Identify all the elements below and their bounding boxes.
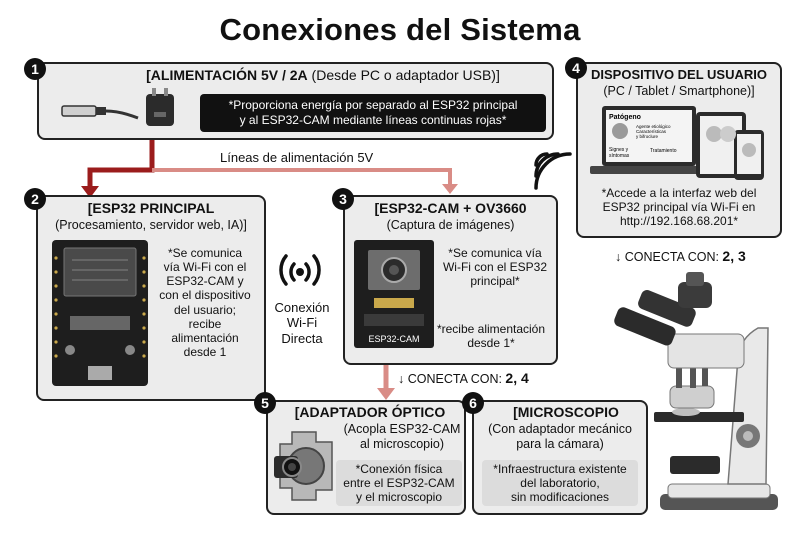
device-note: *Accede a la interfaz web del ESP32 prin… xyxy=(580,186,778,228)
esp32-subtitle: (Procesamiento, servidor web, IA)] xyxy=(55,218,247,232)
microscope-note-line: *Infraestructura existente xyxy=(493,462,627,476)
esp32-note-line: ESP32-CAM y xyxy=(166,274,244,289)
device-screen-line: Características xyxy=(636,129,667,134)
esp32-note-line: *Se comunica xyxy=(167,246,243,260)
esp32-note-line: desde 1 xyxy=(183,345,227,360)
adapter-note: *Conexión física entre el ESP32-CAM y el… xyxy=(336,460,462,507)
esp32-note: *Se comunica vía Wi-Fi con el ESP32-CAM … xyxy=(150,246,260,359)
esp32-note-line: con el dispositivo xyxy=(159,288,251,303)
cam-note-1: *Se comunica vía Wi-Fi con el ESP32 prin… xyxy=(436,246,554,288)
microscope-note-line: sin modificaciones xyxy=(510,490,610,505)
device-note-line: ESP32 principal vía Wi-Fi en xyxy=(602,200,756,215)
device-heading: DISPOSITIVO DEL USUARIO xyxy=(590,67,767,82)
power-heading: [ALIMENTACIÓN 5V / 2A (Desde PC o adapta… xyxy=(98,67,548,83)
adapter-heading: [ADAPTADOR ÓPTICO xyxy=(294,404,446,420)
power-heading-main: [ALIMENTACIÓN 5V / 2A xyxy=(146,67,308,83)
page-title: Conexiones del Sistema xyxy=(219,12,581,47)
power-line-to-esp32 xyxy=(87,138,155,190)
adapter-note-line: *Conexión física xyxy=(355,462,443,476)
microscope-subtitle: (Con adaptador mecánico para la cámara) xyxy=(474,422,646,452)
power-arrowhead-esp32 xyxy=(81,186,99,198)
power-note-line-1: *Proporciona energía por separado al ESP… xyxy=(228,98,518,112)
esp32-heading: [ESP32 PRINCIPAL xyxy=(87,200,215,216)
wifi-icon xyxy=(279,254,321,286)
adapter-note-line: entre el ESP32-CAM xyxy=(343,476,455,491)
cam-connects-value: 2, 4 xyxy=(505,370,529,386)
optical-adapter-icon xyxy=(274,431,333,501)
cam-subtitle: (Captura de imágenes) xyxy=(386,218,515,232)
adapter-subtitle: (Acopla ESP32-CAM al microscopio) xyxy=(340,422,464,452)
device-screen-line: y bifroclure xyxy=(636,134,659,139)
device-note-line: *Accede a la interfaz web del xyxy=(601,186,757,200)
microscope-illustration xyxy=(614,272,778,510)
power-note: *Proporciona energía por separado al ESP… xyxy=(200,94,546,132)
wifi-signal-icon xyxy=(534,152,572,190)
device-screen-bottom-left-2: síntomas xyxy=(609,153,630,159)
step-badge-2: 2 xyxy=(24,188,46,210)
step-badge-3: 3 xyxy=(332,188,354,210)
microscope-heading: [MICROSCOPIO xyxy=(513,404,619,420)
step-badge-6: 6 xyxy=(462,392,484,414)
device-note-line: http://192.168.68.201* xyxy=(619,214,739,229)
cam-connects-with: ↓ CONECTA CON: 2, 4 xyxy=(398,370,529,386)
usb-cable-icon xyxy=(61,105,139,120)
link-arrowhead-adapter xyxy=(377,388,395,400)
wifi-direct-label: Conexión Wi-Fi Directa xyxy=(262,300,342,346)
power-arrowhead-cam xyxy=(442,184,458,194)
esp32-note-line: del usuario; xyxy=(173,302,237,317)
cam-note-2: *recibe alimentación desde 1* xyxy=(428,322,554,350)
device-connects-value: 2, 3 xyxy=(722,248,746,264)
cam-board-label: ESP32-CAM xyxy=(368,334,419,344)
wifi-label-line: Wi-Fi xyxy=(286,315,318,331)
device-connects-prefix: ↓ CONECTA CON: xyxy=(615,250,723,264)
step-badge-5: 5 xyxy=(254,392,276,414)
device-screen-bottom-right: Tratamiento xyxy=(650,148,677,154)
adapter-subtitle-line: (Acopla ESP32-CAM xyxy=(343,422,461,436)
microscope-subtitle-line: para la cámara) xyxy=(516,436,604,451)
esp32-note-line: recibe xyxy=(188,316,222,331)
microscope-note: *Infraestructura existente del laborator… xyxy=(482,460,638,507)
power-line-to-cam xyxy=(152,168,452,186)
user-devices-icon: Patógeno Agente etiológico Característic… xyxy=(590,106,764,180)
esp32-note-line: vía Wi-Fi con el xyxy=(163,260,247,275)
step-badge-1: 1 xyxy=(24,58,46,80)
device-connects-with: ↓ CONECTA CON: 2, 3 xyxy=(615,248,746,264)
cam-note-line: principal* xyxy=(470,274,520,289)
power-heading-rest: (Desde PC o adaptador USB)] xyxy=(307,67,500,83)
wifi-label-line: Conexión xyxy=(274,300,330,315)
esp32-board-icon xyxy=(52,240,148,386)
cam-connects-prefix: ↓ CONECTA CON: xyxy=(398,372,506,386)
cam-note-line: Wi-Fi con el ESP32 xyxy=(442,260,548,275)
cam-note-line: *Se comunica vía xyxy=(448,246,542,260)
adapter-subtitle-line: al microscopio) xyxy=(359,436,445,451)
wifi-label-line: Directa xyxy=(281,330,323,346)
cam-note-line: *recibe alimentación xyxy=(436,322,546,336)
adapter-note-line: y el microscopio xyxy=(355,490,443,505)
esp32-note-line: alimentación xyxy=(171,330,239,345)
usb-adapter-icon xyxy=(146,88,174,126)
step-badge-4: 4 xyxy=(565,57,587,79)
device-screen-line: Agente etiológico xyxy=(636,124,671,129)
device-screen-title: Patógeno xyxy=(609,114,641,121)
power-note-line-2: y al ESP32-CAM mediante líneas continuas… xyxy=(239,113,507,127)
esp32-cam-board-icon: ESP32-CAM xyxy=(354,240,434,348)
power-lines-label: Líneas de alimentación 5V xyxy=(220,150,374,165)
cam-heading: [ESP32-CAM + OV3660 xyxy=(374,200,527,216)
device-subtitle: (PC / Tablet / Smartphone)] xyxy=(603,84,755,98)
cam-note-line: desde 1* xyxy=(467,336,515,351)
microscope-note-line: del laboratorio, xyxy=(520,476,600,491)
device-screen-bottom-left: Signes y xyxy=(609,147,629,153)
microscope-subtitle-line: (Con adaptador mecánico xyxy=(488,422,632,436)
